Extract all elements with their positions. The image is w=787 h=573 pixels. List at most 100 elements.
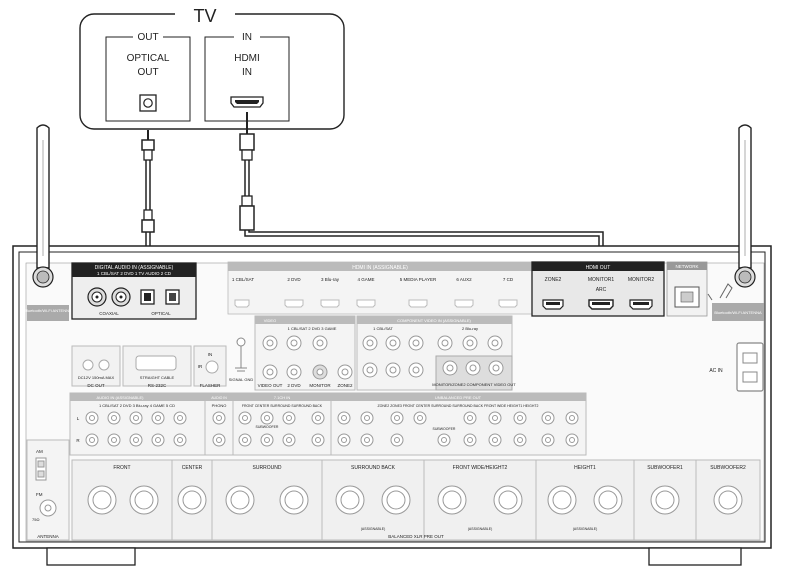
audio-in-jacks[interactable] xyxy=(85,411,187,447)
video-out-label: VIDEO OUT xyxy=(258,383,283,388)
component-video-sub2: 2 Blu-ray xyxy=(462,326,478,331)
hdmi-out-monitor2-label: MONITOR2 xyxy=(628,277,655,283)
signal-gnd-label: SIGNAL GND xyxy=(229,377,254,382)
digital-audio-header: DIGITAL AUDIO IN (ASSIGNABLE) xyxy=(95,265,174,271)
video-section: VIDEO 1 CBL/SAT 2 DVD 3 GAME VIDEO OUT 2… xyxy=(254,315,356,391)
coaxial-port-1[interactable] xyxy=(87,287,107,307)
hdmi-out-section: HDMI OUT ZONE2 MONITOR1 MONITOR2 ARC xyxy=(531,261,665,317)
xlr-connectors[interactable] xyxy=(87,485,743,515)
optical-in-port-tv-audio[interactable] xyxy=(140,289,155,305)
antenna-left xyxy=(32,124,54,288)
hdmi-in-label-3: 3 Blu-ray xyxy=(321,277,340,282)
hdmi-in-label-2: IN xyxy=(242,67,252,78)
component-video-out-jacks[interactable] xyxy=(442,360,504,376)
receiver-foot-left xyxy=(46,547,136,566)
unbalanced-subwoofer-label: SUBWOOFER xyxy=(433,427,456,431)
balanced-subwoofer2-label: SUBWOOFER2 xyxy=(710,465,746,471)
am-terminal[interactable] xyxy=(35,457,47,481)
hdmi-in-label-1: 1 CBL/SAT xyxy=(232,277,254,282)
component-video-out-label: MONITOR/ZONE2 COMPONENT VIDEO OUT xyxy=(432,382,516,387)
unbalanced-ports-label: ZONE2 ZONE3 FRONT CENTER SURROUND SURROU… xyxy=(378,404,539,408)
control-ports-section xyxy=(71,345,227,387)
optical-in-port-cd[interactable] xyxy=(165,289,180,305)
unbalanced-pre-out-header: UNBALANCED PRE OUT xyxy=(435,395,482,400)
fm-label: FM xyxy=(36,492,43,497)
antenna-label: ANTENNA xyxy=(37,534,59,539)
straight-cable-label: STRAIGHT CABLE xyxy=(140,375,175,380)
video-header-label: VIDEO xyxy=(264,318,276,323)
bt-antenna-right-label: Bluetooth/Wi-Fi ANTENNA xyxy=(714,310,762,315)
am-label: AM xyxy=(36,449,43,454)
balanced-front-wide-label: FRONT WIDE/HEIGHT2 xyxy=(453,465,508,471)
out-header: OUT xyxy=(137,32,158,43)
hdmi-in-ports[interactable] xyxy=(234,299,518,308)
coaxial-label: COAXIAL xyxy=(99,311,119,316)
tv-hdmi-in-port[interactable] xyxy=(230,96,264,108)
fm-ohm-label: 75Ω xyxy=(32,517,39,522)
video-jacks[interactable] xyxy=(262,335,353,380)
ch71-in-section: 7.1CH IN FRONT CENTER SURROUND SURROUND … xyxy=(232,392,332,456)
hdmi-out-monitor1-label: MONITOR1 xyxy=(588,277,615,283)
optical-label: OPTICAL xyxy=(151,311,171,316)
hdmi-out-monitor1-port[interactable] xyxy=(588,299,614,310)
balanced-subwoofer1-label: SUBWOOFER1 xyxy=(647,465,683,471)
am-fm-antenna-section: AM FM 75Ω ANTENNA xyxy=(26,439,70,541)
arc-label: ARC xyxy=(596,287,607,293)
balanced-height1-label: HEIGHT1 xyxy=(574,465,596,471)
balanced-assignable-label-2: (ASSIGNABLE) xyxy=(468,527,493,531)
hdmi-in-label-1: HDMI xyxy=(234,53,260,64)
balanced-assignable-label-3: (ASSIGNABLE) xyxy=(573,527,598,531)
dc-out-label: DC OUT xyxy=(87,383,104,388)
network-label: NETWORK xyxy=(676,264,699,269)
tv-optical-out-port[interactable] xyxy=(139,94,157,112)
audio-in-r-label: R xyxy=(76,438,80,443)
network-section: NETWORK xyxy=(666,261,708,317)
bluetooth-icon xyxy=(707,283,733,301)
coaxial-port-2[interactable] xyxy=(111,287,131,307)
balanced-surround-label: SURROUND xyxy=(253,465,282,471)
optical-out-label-1: OPTICAL xyxy=(127,53,170,64)
unbalanced-pre-out-jacks[interactable] xyxy=(337,411,579,447)
audio-in-header: AUDIO IN (ASSIGNABLE) xyxy=(97,395,145,400)
digital-audio-sub: 1 CBL/SAT 2 DVD 1 TV AUDIO 2 CD xyxy=(97,271,172,276)
balanced-center-label: CENTER xyxy=(182,465,203,471)
balanced-assignable-label-1: (ASSIGNABLE) xyxy=(361,527,386,531)
balanced-pre-out-label: BALANCED XLR PRE OUT xyxy=(388,534,444,539)
ch71-subwoofer-label: SUBWOOFER xyxy=(256,425,279,429)
signal-gnd-terminal[interactable] xyxy=(235,337,247,372)
hdmi-in-label-2: 2 DVD xyxy=(287,277,301,282)
video-ports-label: 1 CBL/SAT 2 DVD 3 GAME xyxy=(288,326,337,331)
component-video-header: COMPONENT VIDEO IN (ASSIGNABLE) xyxy=(397,318,471,323)
balanced-pre-out-section: FRONT CENTER SURROUND SURROUND BACK FRON… xyxy=(71,459,761,541)
hdmi-out-zone2-port[interactable] xyxy=(542,299,564,310)
hdmi-in-section: HDMI IN (ASSIGNABLE) 1 CBL/SAT 2 DVD 3 B… xyxy=(227,261,533,315)
hdmi-in-label-5: 5 MEDIA PLAYER xyxy=(400,277,437,282)
audio-in-phono-header: AUDIO IN xyxy=(211,396,227,400)
audio-in-section: AUDIO IN (ASSIGNABLE) 1 CBL/SAT 2 DVD 3 … xyxy=(69,392,206,456)
tv-panel: TV OUT OPTICAL OUT IN HDMI IN xyxy=(79,6,345,130)
hdmi-in-label-7: 7 CD xyxy=(503,277,514,282)
ac-in-label: AC IN xyxy=(709,368,723,374)
component-video-jacks[interactable] xyxy=(362,335,503,378)
antenna-right xyxy=(734,124,756,288)
ch71-jacks[interactable] xyxy=(238,411,325,447)
ac-in-socket[interactable] xyxy=(736,342,764,392)
hdmi-in-label-6: 6 AUX2 xyxy=(456,277,472,282)
balanced-front-label: FRONT xyxy=(113,465,130,471)
receiver-foot-right xyxy=(648,547,742,566)
dc-out-sub-label: DC12V 150mA MAX xyxy=(78,375,115,380)
video-monitor-label: MONITOR xyxy=(309,383,331,388)
phono-jacks[interactable] xyxy=(212,411,226,447)
ch71-in-header: 7.1CH IN xyxy=(274,395,291,400)
component-video-sub1: 1 CBL/SAT xyxy=(373,326,393,331)
video-dvd-label: 2 DVD xyxy=(287,383,301,388)
phono-section: AUDIO IN PHONO xyxy=(204,392,234,456)
hdmi-in-label-4: 4 GAME xyxy=(357,277,374,282)
ethernet-port[interactable] xyxy=(674,286,700,308)
fm-terminal[interactable] xyxy=(39,499,57,517)
hdmi-out-monitor2-port[interactable] xyxy=(629,299,653,310)
bt-antenna-left-label: Bluetooth/Wi-Fi ANTENNA xyxy=(24,308,72,313)
rs232c-label: RS-232C xyxy=(148,383,167,388)
component-video-section: COMPONENT VIDEO IN (ASSIGNABLE) 1 CBL/SA… xyxy=(356,315,516,391)
